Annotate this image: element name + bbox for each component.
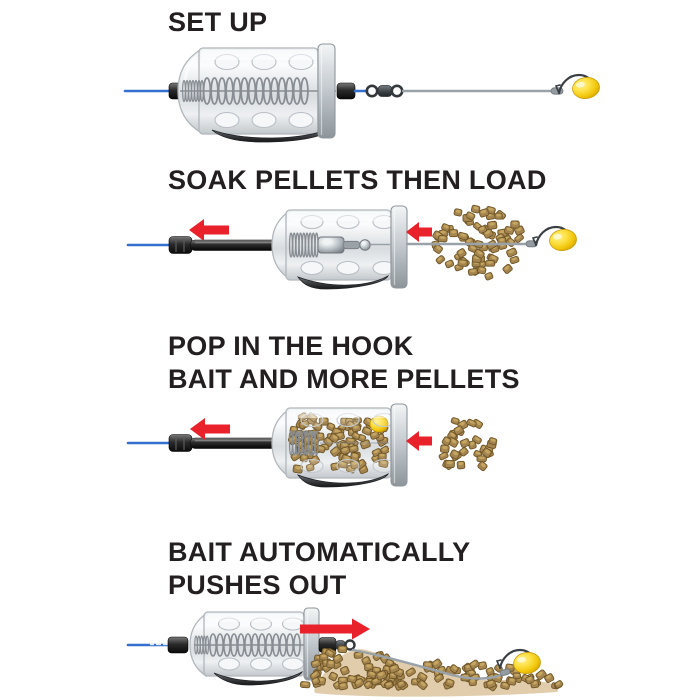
coil-spring: [202, 77, 309, 105]
coil-spring: [209, 633, 301, 657]
soaked-pellet-ball: [431, 204, 525, 281]
threaded-collar: [194, 635, 210, 655]
bait-band-link: [499, 668, 511, 676]
feeder-cap: [390, 403, 408, 487]
step-1-title: SET UP: [168, 6, 267, 39]
step-3-title: POP IN THE HOOK BAIT AND MORE PELLETS: [168, 330, 520, 396]
step-1-illustration: [123, 43, 602, 143]
watermark: [150, 643, 168, 646]
feeder-weight: [296, 472, 390, 488]
red-arrow-left-icon: [190, 418, 230, 440]
hooklength-line: [351, 648, 508, 680]
tail-rubber-bead: [168, 434, 193, 452]
tail-rubber-bead: [168, 236, 193, 254]
step-3-illustration: [126, 403, 498, 488]
feeder-weight: [296, 274, 390, 290]
step-2-title: SOAK PELLETS THEN LOAD: [168, 164, 547, 197]
swivel-icon: [365, 84, 404, 98]
step-4-illustration: [126, 607, 564, 697]
line-stop-bead: [336, 82, 356, 100]
step-3-title-line-1: POP IN THE HOOK: [168, 331, 414, 361]
pellet-feeder-filled: [271, 403, 408, 488]
step-1-title-line-1: SET UP: [168, 7, 268, 37]
step-4-title-line-1: BAIT AUTOMATICALLY: [168, 537, 471, 567]
feeder-cap: [390, 205, 408, 289]
feeder-weight: [213, 670, 304, 686]
corn-hookbait: [531, 225, 579, 254]
plunger: [317, 236, 390, 254]
loose-pellets: [438, 417, 498, 472]
pellet-feeder: [271, 205, 408, 290]
red-arrow-right-icon: [300, 618, 370, 640]
pellet-feeder: [177, 43, 336, 143]
step-2-title-line-1: SOAK PELLETS THEN LOAD: [168, 165, 547, 195]
pellet-feeder: [189, 607, 320, 686]
red-arrow-left-icon: [406, 222, 432, 242]
red-arrow-left-icon: [189, 219, 229, 241]
red-arrow-left-icon: [406, 431, 432, 451]
corn-hookbait: [554, 73, 602, 102]
step-4-title: BAIT AUTOMATICALLY PUSHES OUT: [168, 536, 470, 602]
step-2-illustration: [126, 204, 579, 290]
loading-rod: [189, 437, 279, 449]
step-3-title-line-2: BAIT AND MORE PELLETS: [168, 364, 520, 394]
loading-rod: [189, 239, 279, 251]
step-4-title-line-2: PUSHES OUT: [168, 570, 347, 600]
compressed-spring: [288, 430, 319, 456]
compressed-spring: [288, 232, 319, 258]
feeder-cap: [317, 43, 336, 139]
line-stop-bead: [167, 636, 189, 654]
